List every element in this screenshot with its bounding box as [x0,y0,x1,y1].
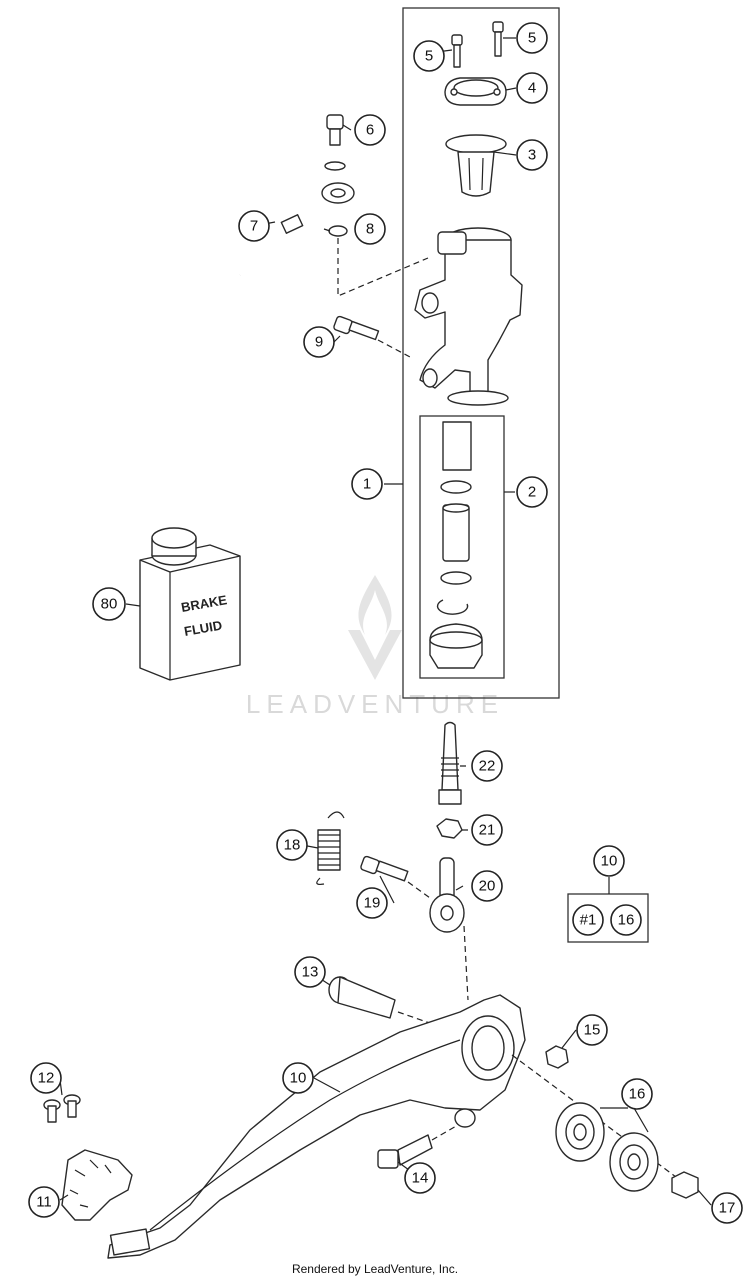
svg-text:19: 19 [364,895,381,912]
kit-box-10 [567,893,649,943]
callout-8: 8 [354,213,386,245]
svg-text:1: 1 [363,476,371,493]
bearing-16-b [609,1132,659,1192]
master-cylinder-body [414,227,523,406]
svg-text:21: 21 [479,822,496,839]
bolt-14 [377,1134,433,1169]
callout-22: 22 [471,750,503,782]
svg-text:2: 2 [528,484,536,501]
callout-10-kit: 10 [593,845,625,877]
svg-text:15: 15 [584,1022,601,1039]
bolt-19 [360,855,409,882]
svg-text:14: 14 [412,1170,429,1187]
svg-text:3: 3 [528,147,536,164]
callout-11: 11 [28,1186,60,1218]
callout-20: 20 [471,870,503,902]
callout-5-right: 5 [516,22,548,54]
watermark-text: LEADVENTURE [246,689,504,719]
svg-text:16: 16 [629,1086,646,1103]
pedal-pad-11 [61,1149,133,1221]
reservoir-cap-4 [444,77,507,106]
svg-text:9: 9 [315,334,323,351]
callout-1: 1 [351,468,383,500]
bearing-16-a [555,1102,605,1162]
svg-text:11: 11 [36,1194,52,1211]
callout-3: 3 [516,139,548,171]
svg-text:22: 22 [479,758,496,775]
svg-text:80: 80 [101,596,118,613]
watermark: LEADVENTURE [246,575,504,719]
nut-15 [545,1045,569,1069]
washer-8 [328,225,348,237]
screw-5-right [492,21,504,57]
push-rod-22 [438,721,462,805]
kit-item-16: 16 [610,904,642,936]
callout-12: 12 [30,1062,62,1094]
assembly-box-1 [402,7,560,699]
svg-text:20: 20 [479,878,496,895]
clevis-20 [429,857,465,933]
pivot-pin-13 [328,976,396,1019]
callout-10-pedal: 10 [282,1062,314,1094]
svg-text:4: 4 [528,80,536,97]
svg-text:7: 7 [250,218,258,235]
svg-text:6: 6 [366,122,374,139]
svg-text:13: 13 [302,964,319,981]
callout-4: 4 [516,72,548,104]
nut-21 [436,818,463,839]
callout-15: 15 [576,1014,608,1046]
svg-text:12: 12 [38,1070,55,1087]
svg-text:17: 17 [719,1200,736,1217]
bolt-9 [333,315,380,341]
svg-text:5: 5 [528,30,536,47]
diaphragm-3 [445,134,507,197]
svg-text:5: 5 [425,48,433,65]
callout-16: 16 [621,1078,653,1110]
can-label-line2: FLUID [183,618,223,639]
svg-text:#1: #1 [580,912,597,929]
piston-kit-parts [429,421,483,669]
svg-text:18: 18 [284,837,301,854]
footer-credit: Rendered by LeadVenture, Inc. [291,1262,459,1276]
callout-9: 9 [303,326,335,358]
svg-text:8: 8 [366,221,374,238]
brake-pedal-10 [107,994,526,1259]
screw-5-left [451,34,463,68]
callout-6: 6 [354,114,386,146]
callout-2: 2 [516,476,548,508]
callout-14: 14 [404,1162,436,1194]
screws-12 [43,1094,81,1123]
callout-5-left: 5 [413,40,445,72]
nut-17 [671,1171,699,1199]
callout-18: 18 [276,829,308,861]
spring-18 [316,811,345,885]
assembly-box-2 [419,415,505,679]
callout-13: 13 [294,956,326,988]
callout-21: 21 [471,814,503,846]
svg-text:16: 16 [618,912,635,929]
brake-fluid-can-80: BRAKE FLUID [139,527,241,681]
callout-19: 19 [356,887,388,919]
kit-item-1: #1 [572,904,604,936]
svg-text:10: 10 [290,1070,307,1087]
svg-text:10: 10 [601,853,618,870]
banjo-bolt-6 [324,114,346,171]
callout-17: 17 [711,1192,743,1224]
callout-80: 80 [92,587,126,621]
callout-7: 7 [238,210,270,242]
